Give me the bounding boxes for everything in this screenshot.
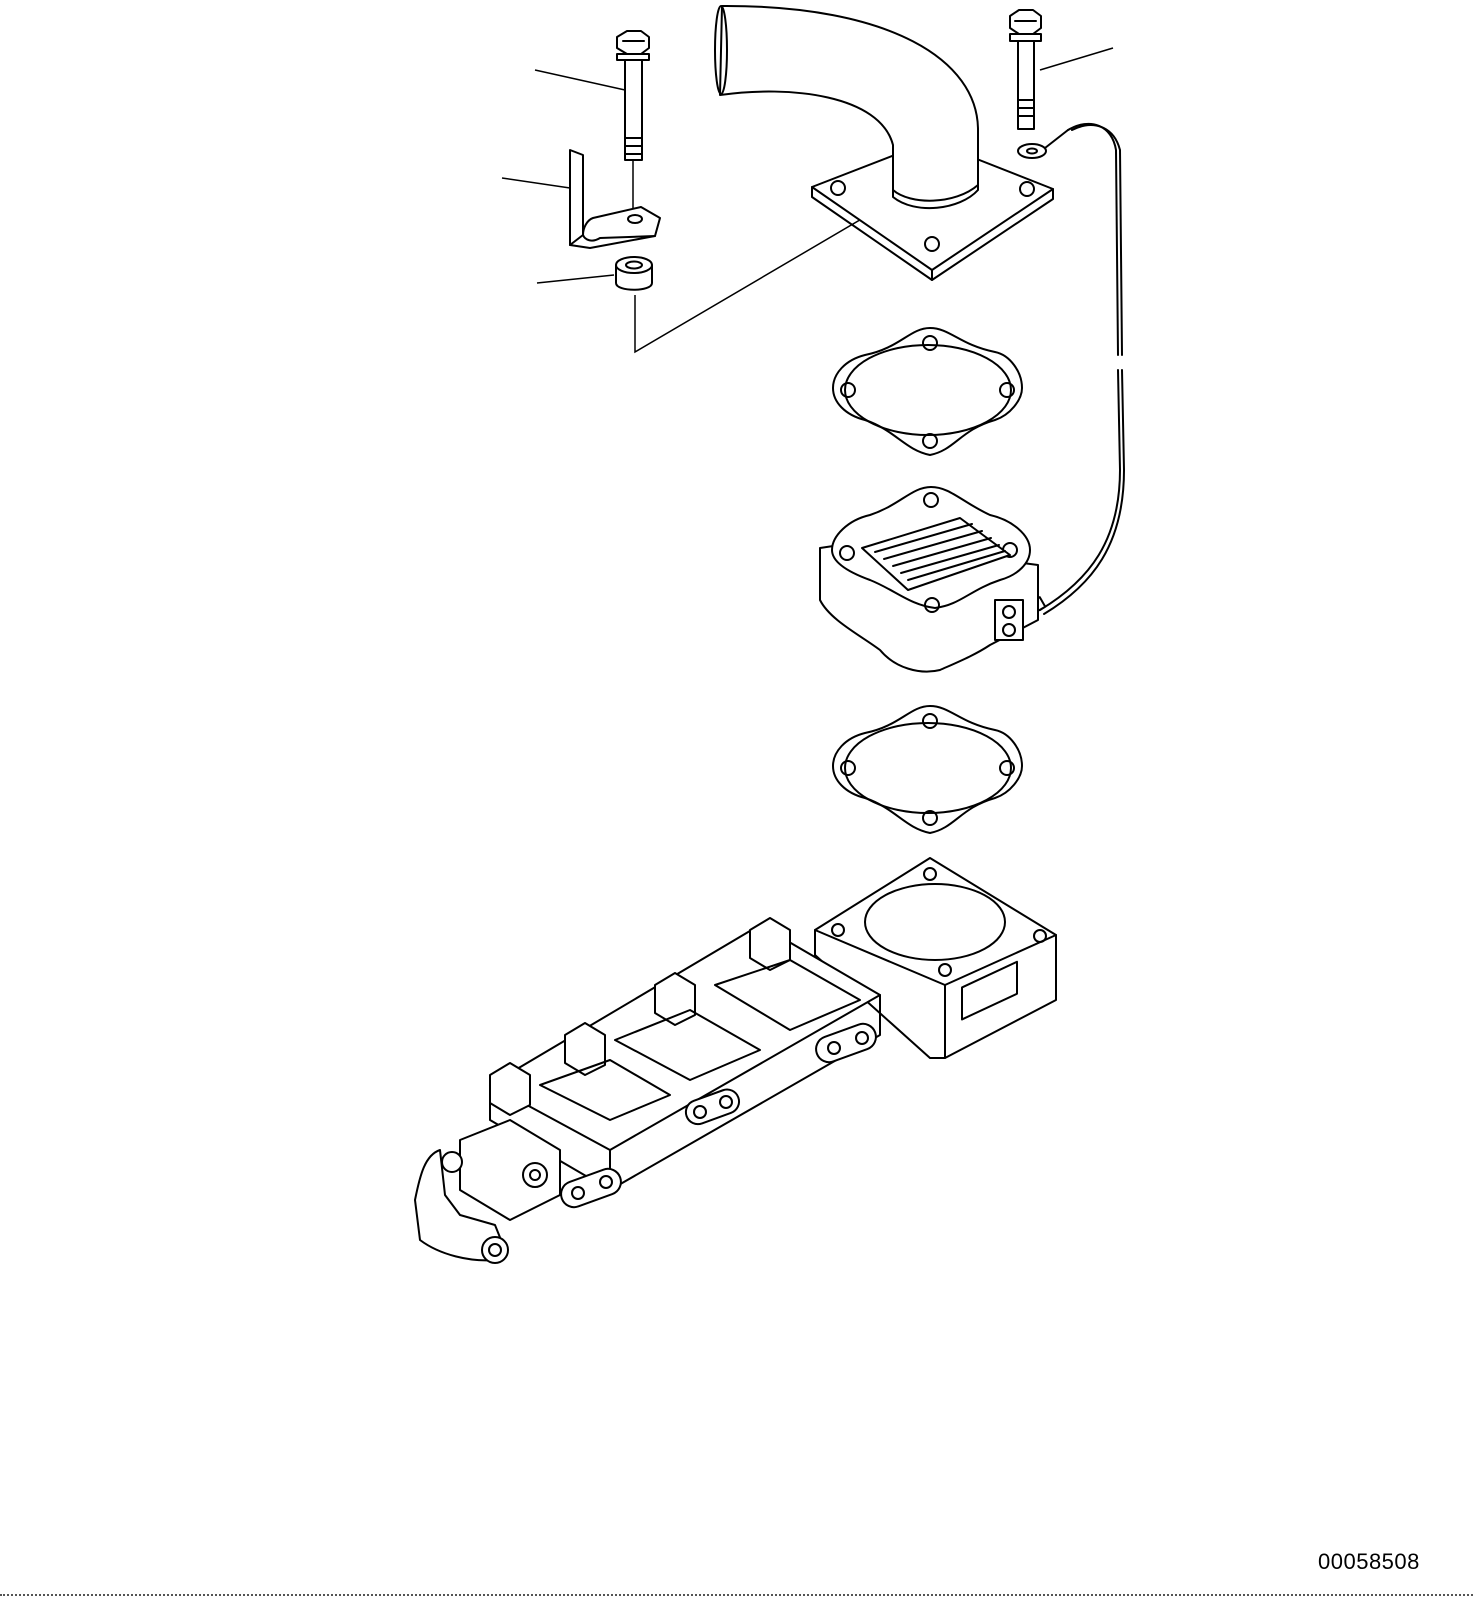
bracket-vertical-leg [570, 150, 583, 245]
manifold-boss-chain [557, 1020, 879, 1211]
gasket-upper-outline [833, 328, 1022, 455]
gasket-icon [833, 328, 1022, 455]
elbow-pipe-bend [720, 6, 978, 208]
leader-line-bracket [502, 178, 570, 188]
wire-ring-terminal-top [1018, 144, 1046, 158]
wire-icon [1017, 124, 1124, 620]
collar-icon [616, 257, 652, 290]
manifold-icon [415, 858, 1056, 1263]
manifold-end-bracket [415, 1120, 560, 1263]
page-border-dotted [0, 1594, 1473, 1596]
bracket-horizontal-leg [583, 207, 660, 241]
gasket-lower-outline [833, 706, 1022, 833]
leader-line-bolt-left [535, 70, 625, 90]
elbow-pipe-icon [715, 6, 1053, 280]
flange-bolt-right [1010, 10, 1041, 129]
bracket-icon [570, 150, 660, 248]
leader-line-collar [537, 275, 614, 283]
heater-icon [820, 487, 1038, 672]
leader-line-bolt-right [1040, 48, 1113, 70]
gasket-icon [833, 706, 1022, 833]
figure-reference-code: 00058508 [1318, 1549, 1420, 1574]
flange-bolt-left [617, 31, 649, 210]
bolt-icon [617, 31, 649, 54]
